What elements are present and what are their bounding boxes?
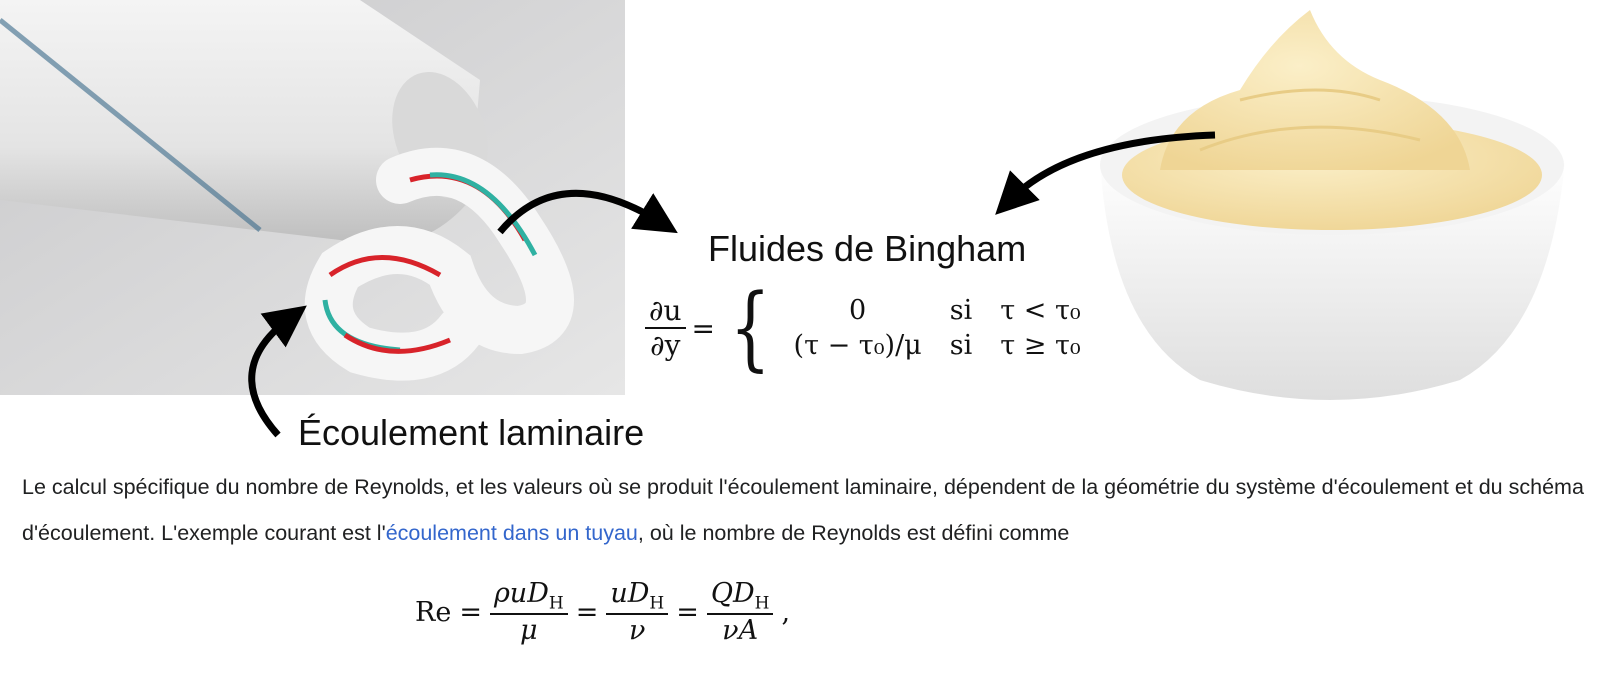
arrow-icon — [248, 305, 307, 438]
fraction-1: ρuDH μ — [489, 578, 568, 647]
paragraph-text: , où le nombre de Reynolds est défini co… — [637, 521, 1070, 545]
arrow-icon — [995, 131, 1216, 215]
comma: , — [781, 596, 791, 628]
re-symbol: Re — [415, 596, 452, 628]
numerator: ρuD — [493, 578, 549, 609]
denominator: μ — [520, 615, 538, 647]
toothpaste-photo — [0, 0, 625, 395]
fraction-2: uDH ν — [606, 578, 669, 647]
cases-table: 0 si τ < τ₀ (τ − τ₀)/μ si τ ≥ τ₀ — [780, 293, 1095, 363]
pipe-flow-link[interactable]: écoulement dans un tuyau — [385, 521, 638, 545]
subscript: H — [754, 593, 770, 614]
fraction-3: QDH νA — [706, 578, 774, 647]
case-value: (τ − τ₀)/μ — [793, 330, 922, 361]
numerator: ∂u — [649, 294, 682, 327]
derivative-fraction: ∂u ∂y — [645, 294, 686, 362]
denominator: ∂y — [650, 329, 681, 362]
case-condition: τ < τ₀ — [1000, 295, 1081, 326]
case-value: 0 — [849, 295, 867, 326]
bingham-equation: ∂u ∂y = { 0 si τ < τ₀ (τ − τ₀)/μ si τ ≥ … — [645, 282, 1095, 374]
equals-sign: = — [676, 596, 699, 628]
brace: { — [729, 274, 771, 381]
case-condition: τ ≥ τ₀ — [1000, 330, 1081, 361]
case-row: (τ − τ₀)/μ si τ ≥ τ₀ — [780, 328, 1095, 363]
mayonnaise-bowl-photo — [1100, 10, 1565, 400]
laminar-flow-label: Écoulement laminaire — [298, 412, 645, 453]
bingham-fluids-label: Fluides de Bingham — [708, 228, 1027, 269]
denominator: νA — [722, 615, 759, 647]
reynolds-paragraph: Le calcul spécifique du nombre de Reynol… — [22, 464, 1592, 556]
paragraph-text: Le calcul spécifique du nombre de Reynol… — [22, 475, 1584, 545]
case-word: si — [949, 295, 973, 326]
equals-sign: = — [691, 311, 715, 345]
case-row: 0 si τ < τ₀ — [780, 293, 1095, 328]
numerator: uD — [610, 578, 650, 609]
reynolds-equation: Re = ρuDH μ = uDH ν = QDH νA , — [415, 578, 790, 646]
case-word: si — [949, 330, 973, 361]
subscript: H — [649, 593, 665, 614]
equals-sign: = — [575, 596, 599, 628]
equals-sign: = — [459, 596, 482, 628]
arrow-icon — [497, 189, 678, 235]
denominator: ν — [629, 615, 646, 647]
subscript: H — [548, 593, 564, 614]
numerator: QD — [710, 578, 755, 609]
